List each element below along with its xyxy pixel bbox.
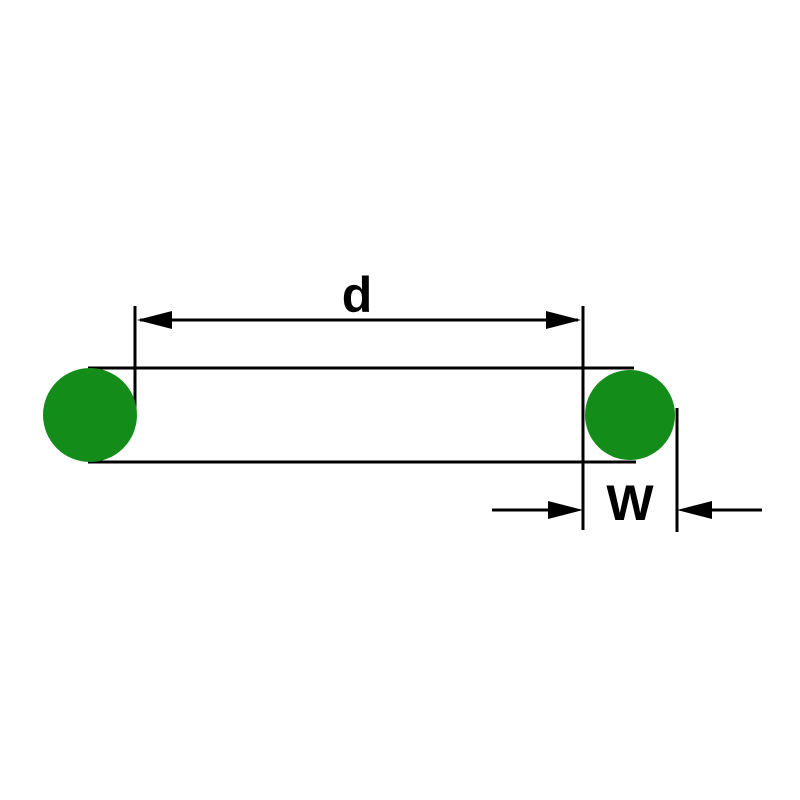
label-cross-section-width: W <box>606 475 654 531</box>
d-arrowhead-left-icon <box>137 311 172 329</box>
w-arrowhead-right-icon <box>677 501 712 519</box>
left-oring-cross-section <box>43 368 137 462</box>
w-arrowhead-left-icon <box>548 501 583 519</box>
d-arrowhead-right-icon <box>546 311 581 329</box>
right-oring-cross-section <box>585 370 675 460</box>
label-inner-diameter: d <box>342 267 373 323</box>
